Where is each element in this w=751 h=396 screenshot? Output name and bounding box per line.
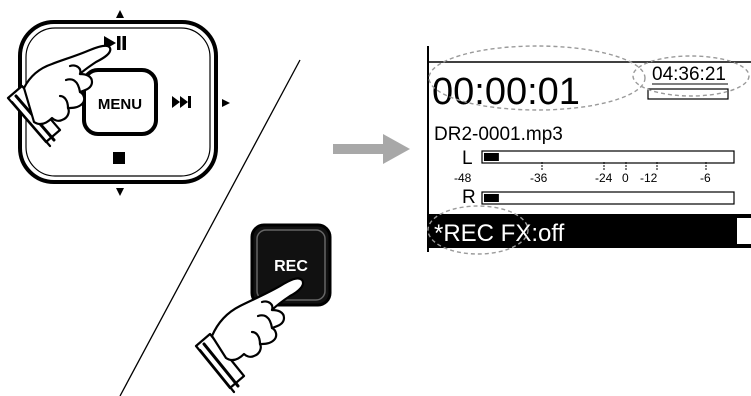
scale-label: 0 xyxy=(622,171,629,185)
scale-label: -24 xyxy=(595,171,613,185)
counter-highlight xyxy=(428,45,646,111)
rec-indicator-highlight xyxy=(427,205,529,255)
status-bar xyxy=(428,214,751,248)
menu-button-label: MENU xyxy=(98,96,142,113)
up-indicator-icon xyxy=(116,10,124,18)
rec-button-label: REC xyxy=(274,258,308,275)
left-meter-level xyxy=(484,153,499,161)
left-meter xyxy=(481,150,735,164)
right-meter xyxy=(481,191,735,205)
rec-button-group: REC xyxy=(194,223,332,394)
scale-label: -36 xyxy=(530,171,548,185)
status-text: *REC FX:off xyxy=(434,220,565,247)
file-name: DR2-0001.mp3 xyxy=(434,124,563,145)
scale-label: -6 xyxy=(700,171,711,185)
stop-icon[interactable] xyxy=(113,152,125,164)
scale-label: -48 xyxy=(454,171,472,185)
remaining-bar xyxy=(647,88,729,100)
rec-button[interactable] xyxy=(250,223,332,307)
down-indicator-icon xyxy=(116,188,124,196)
remaining-highlight xyxy=(632,55,750,97)
hand-pointer-icon xyxy=(194,277,305,394)
remaining-time: 04:36:21 xyxy=(652,64,726,85)
navigation-pad: MENU xyxy=(6,10,230,196)
hand-pointer-icon xyxy=(6,44,112,148)
arrow-right-icon xyxy=(333,134,410,164)
meter-scale xyxy=(541,162,707,170)
right-indicator-icon xyxy=(222,99,230,107)
left-channel-label: L xyxy=(462,148,473,169)
right-channel-label: R xyxy=(462,187,476,208)
right-meter-level xyxy=(484,194,499,202)
divider-line xyxy=(119,59,301,396)
skip-forward-icon[interactable] xyxy=(172,96,191,108)
status-bar-end xyxy=(737,218,751,244)
scale-label: -12 xyxy=(640,171,658,185)
lcd-display: 00:00:01 04:36:21 DR2-0001.mp3 L -48 -36… xyxy=(427,45,751,255)
elapsed-counter: 00:00:01 xyxy=(432,71,580,113)
